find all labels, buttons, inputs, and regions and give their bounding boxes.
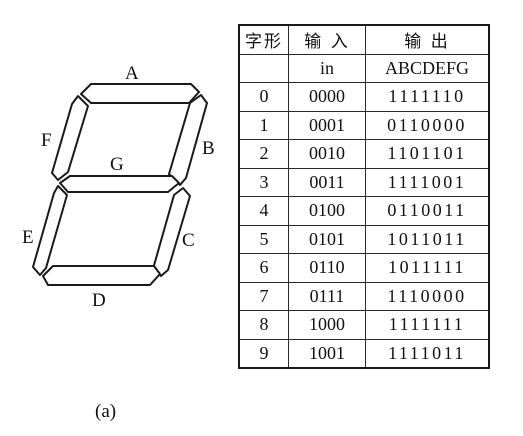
- input-code-cell: 0000: [288, 82, 366, 112]
- output-code-cell: 1101101: [365, 139, 490, 169]
- subheader-glyph: [238, 53, 289, 83]
- figure-caption: (a): [95, 401, 117, 422]
- digit-cell: 9: [238, 338, 289, 369]
- segment-f: [51, 95, 89, 181]
- digit-cell: 6: [238, 253, 289, 283]
- digit-cell: 3: [238, 167, 289, 197]
- output-code-cell: 1110000: [365, 281, 490, 311]
- segment-e: [32, 185, 68, 276]
- segment-label-c: C: [182, 230, 195, 251]
- input-code-cell: 0100: [288, 196, 366, 226]
- digit-cell: 5: [238, 224, 289, 254]
- input-code-cell: 0001: [288, 110, 366, 140]
- output-code-cell: 1111111: [365, 310, 490, 340]
- output-code-cell: 1011111: [365, 253, 490, 283]
- header-output: 输 出: [365, 24, 490, 55]
- output-code-cell: 1111011: [365, 338, 490, 369]
- segment-label-a: A: [125, 63, 139, 84]
- output-code-cell: 0110011: [365, 196, 490, 226]
- segment-c: [152, 187, 191, 277]
- subheader-input: in: [288, 53, 366, 83]
- input-code-cell: 0011: [288, 167, 366, 197]
- digit-cell: 4: [238, 196, 289, 226]
- subheader-output: ABCDEFG: [365, 53, 490, 83]
- output-code-cell: 1011011: [365, 224, 490, 254]
- digit-cell: 7: [238, 281, 289, 311]
- seven-segment-diagram: A B C D E F G: [22, 63, 215, 311]
- output-code-cell: 0110000: [365, 110, 490, 140]
- output-code-cell: 1111110: [365, 82, 490, 112]
- input-code-cell: 0101: [288, 224, 366, 254]
- segment-label-g: G: [110, 154, 124, 175]
- segment-d: [42, 265, 161, 286]
- header-row: 字形 输 入 输 出: [238, 24, 490, 55]
- segment-a: [80, 83, 200, 104]
- header-glyph: 字形: [238, 24, 289, 55]
- segment-g: [59, 175, 180, 193]
- segment-label-b: B: [202, 138, 215, 159]
- digit-cell: 0: [238, 82, 289, 112]
- segment-label-e: E: [22, 227, 34, 248]
- input-code-cell: 0110: [288, 253, 366, 283]
- subheader-row: in ABCDEFG: [238, 53, 490, 83]
- digit-cell: 8: [238, 310, 289, 340]
- output-code-cell: 1111001: [365, 167, 490, 197]
- segment-b: [168, 94, 208, 186]
- segment-label-d: D: [92, 290, 106, 311]
- digit-cell: 1: [238, 110, 289, 140]
- input-code-cell: 0010: [288, 139, 366, 169]
- input-code-cell: 1001: [288, 338, 366, 369]
- header-input: 输 入: [288, 24, 366, 55]
- segment-label-f: F: [41, 130, 52, 151]
- input-code-cell: 1000: [288, 310, 366, 340]
- input-code-cell: 0111: [288, 281, 366, 311]
- digit-cell: 2: [238, 139, 289, 169]
